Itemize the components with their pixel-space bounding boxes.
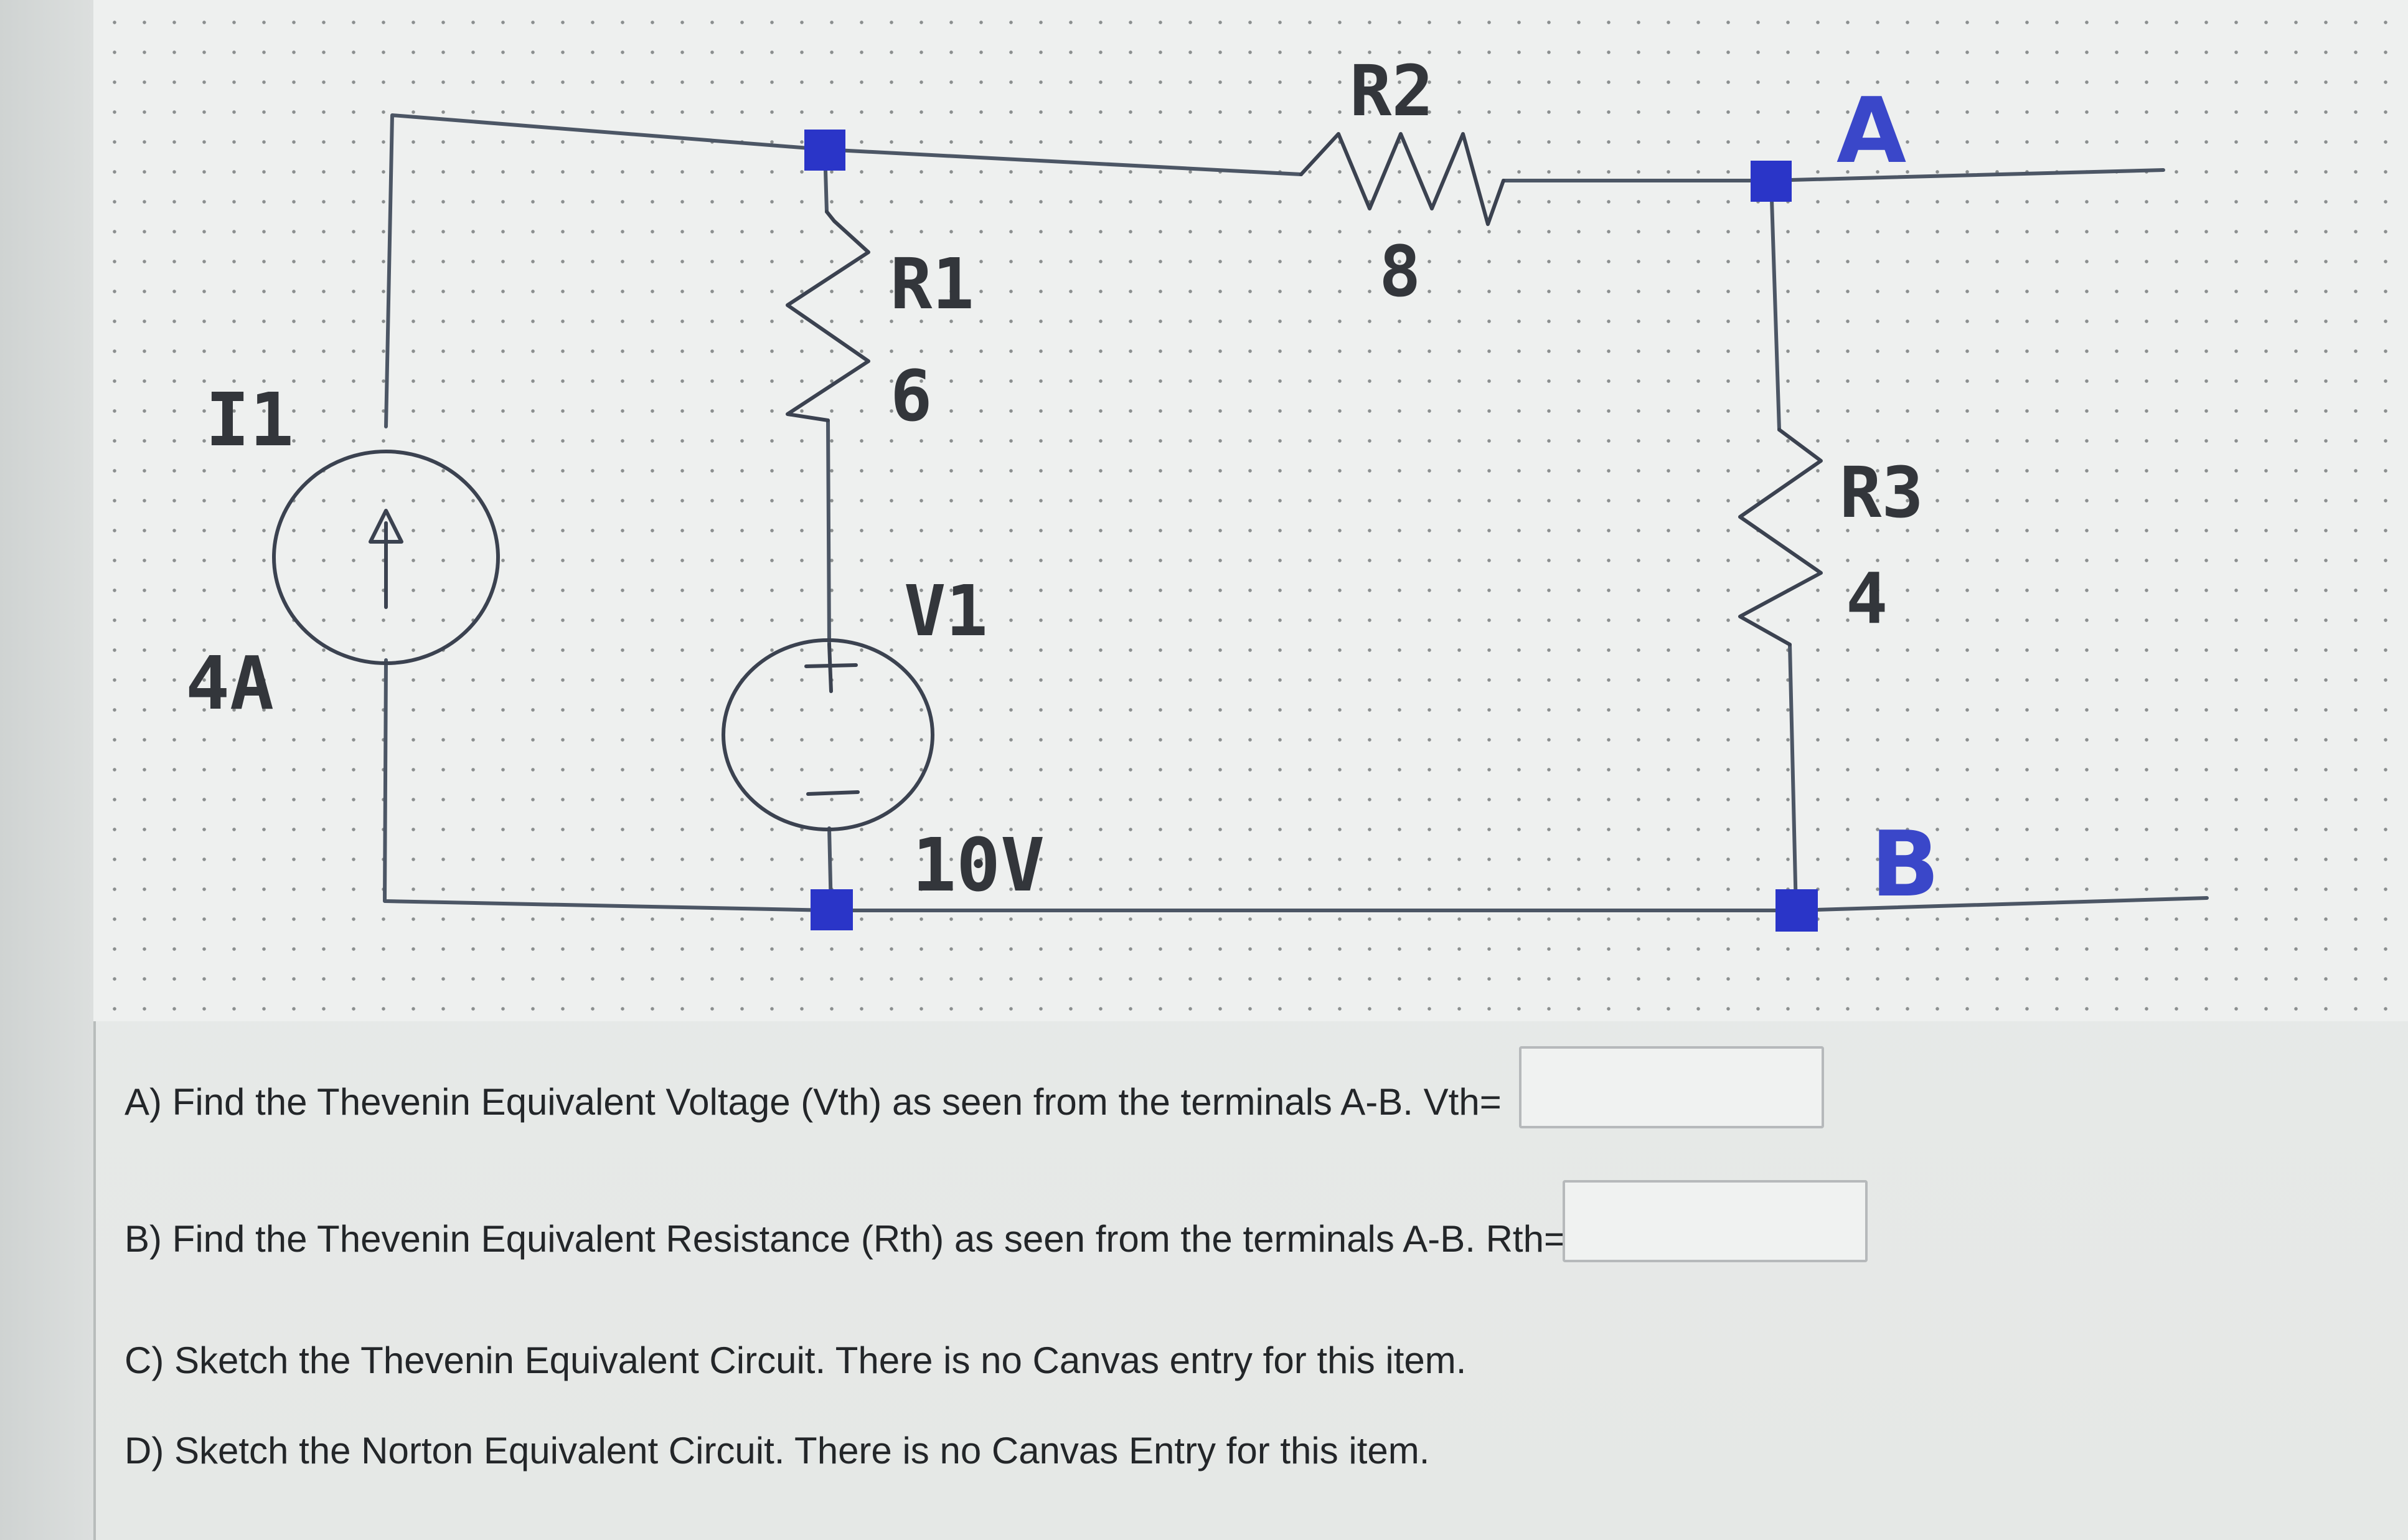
- current-source-circle: [272, 450, 500, 665]
- voltage-source-circle: [722, 638, 934, 831]
- top-mid-wire: [823, 148, 1303, 176]
- rth-answer-input[interactable]: [1563, 1180, 1868, 1262]
- node-terminal-b: [1775, 889, 1818, 932]
- left-bottom-wire: [383, 658, 833, 912]
- v1-name-label: V1: [904, 571, 988, 652]
- question-a-text: A) Find the Thevenin Equivalent Voltage …: [125, 1081, 1502, 1123]
- voltage-source-minus: [806, 790, 860, 796]
- v1-value-label: 10V: [912, 822, 1045, 908]
- vth-answer-input[interactable]: [1519, 1046, 1824, 1128]
- terminal-b-wire: [1794, 896, 2209, 912]
- r3-resistor-symbol: [1738, 428, 1823, 646]
- voltage-source-plus-v: [827, 643, 833, 693]
- top-left-wire: [384, 113, 827, 428]
- i1-name-label: I1: [205, 377, 294, 463]
- circuit-diagram: I1 4A R1 6 R2 8 R3 4 V1 10V A B: [186, 51, 2209, 932]
- r3-bottom-wire: [1788, 643, 1798, 912]
- node-bottom-v1: [811, 889, 853, 930]
- question-b-text: B) Find the Thevenin Equivalent Resistan…: [125, 1218, 1566, 1260]
- question-c-text: C) Sketch the Thevenin Equivalent Circui…: [125, 1339, 1467, 1381]
- r3-top-wire: [1769, 179, 1781, 432]
- r3-name-label: R3: [1840, 453, 1924, 534]
- r1-v1-wire: [826, 418, 831, 646]
- r2-name-label: R2: [1350, 51, 1434, 132]
- terminal-b-label: B: [1871, 812, 1940, 917]
- r3-value-label: 4: [1846, 559, 1888, 640]
- voltage-source-plus-h: [804, 663, 858, 668]
- r1-value-label: 6: [890, 356, 932, 437]
- node-terminal-a: [1751, 161, 1792, 202]
- terminal-a-label: A: [1837, 78, 1906, 184]
- current-source-arrow-head: [369, 509, 403, 544]
- r1-name-label: R1: [890, 244, 974, 325]
- node-top-r1: [804, 130, 845, 171]
- terminal-a-wire: [1766, 168, 2165, 182]
- question-d-text: D) Sketch the Norton Equivalent Circuit.…: [125, 1430, 1430, 1472]
- r2-resistor-symbol: [1299, 132, 1505, 226]
- r2-value-label: 8: [1379, 232, 1421, 313]
- i1-value-label: 4A: [186, 640, 274, 726]
- r1-resistor-symbol: [786, 210, 870, 422]
